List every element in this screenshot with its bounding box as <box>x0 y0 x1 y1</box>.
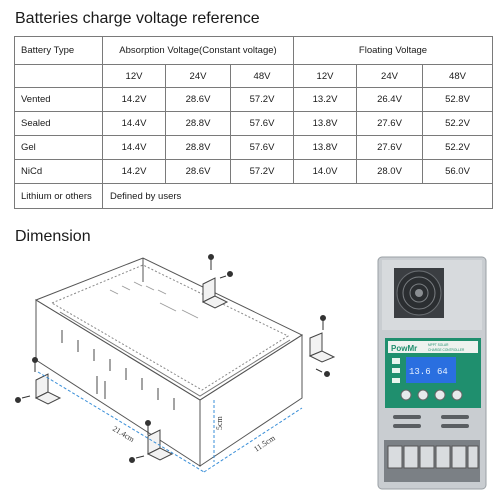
battery-type-cell: Gel <box>14 135 103 160</box>
subtitle-line1: MPPT SOLAR <box>428 343 449 347</box>
voltage-header: 12V <box>293 64 357 88</box>
value-cell: 52.2V <box>422 135 493 160</box>
value-cell: 14.0V <box>293 159 357 184</box>
dimension-lines <box>37 371 303 473</box>
value-cell: 28.6V <box>165 87 231 112</box>
voltage-header: 48V <box>422 64 493 88</box>
battery-type-cell: Sealed <box>14 111 103 136</box>
battery-icon <box>392 368 400 373</box>
floating-header: Floating Voltage <box>293 36 493 65</box>
ok-button[interactable] <box>451 389 463 401</box>
bracket-top <box>201 277 229 309</box>
value-cell: 52.2V <box>422 111 493 136</box>
up-button[interactable] <box>434 389 446 401</box>
width-label: 11.5cm <box>252 433 277 454</box>
value-cell: 57.6V <box>230 111 294 136</box>
lithium-note-cell: Defined by users <box>102 183 493 209</box>
dimension-diagram: 21.4cm 11.5cm 5cm PowMr MPPT SOLAR CHARG… <box>15 254 487 490</box>
screw-icon <box>315 315 330 377</box>
value-cell: 27.6V <box>356 135 423 160</box>
value-cell: 52.8V <box>422 87 493 112</box>
controller-device: PowMr MPPT SOLAR CHARGE CONTROLLER 13.6 … <box>377 256 487 490</box>
lcd-value-left: 13.6 <box>409 367 431 377</box>
enclosure-drawing <box>34 257 304 467</box>
length-label: 21.4cm <box>111 424 137 444</box>
dimension-title: Dimension <box>15 228 91 245</box>
table-row: Lithium or others Defined by users <box>14 183 493 209</box>
value-cell: 57.6V <box>230 135 294 160</box>
value-cell: 27.6V <box>356 111 423 136</box>
absorption-header: Absorption Voltage(Constant voltage) <box>102 36 294 65</box>
table-title: Batteries charge voltage reference <box>15 10 260 27</box>
value-cell: 28.6V <box>165 159 231 184</box>
value-cell: 28.0V <box>356 159 423 184</box>
table-row: Vented 14.2V 28.6V 57.2V 13.2V 26.4V 52.… <box>14 87 493 112</box>
vent-slots <box>393 415 469 428</box>
value-cell: 14.2V <box>102 159 166 184</box>
lcd-value-right: 64 <box>437 367 448 377</box>
voltage-header: 48V <box>230 64 294 88</box>
bracket-left <box>34 373 62 405</box>
subtitle-line2: CHARGE CONTROLLER <box>428 348 465 352</box>
solar-panel-icon <box>392 358 400 364</box>
brand-label: PowMr <box>391 344 417 353</box>
empty-cell <box>14 64 103 88</box>
table-header-row: Battery Type Absorption Voltage(Constant… <box>14 36 493 65</box>
value-cell: 28.8V <box>165 111 231 136</box>
bracket-right <box>308 332 336 363</box>
table-row: Gel 14.4V 28.8V 57.6V 13.8V 27.6V 52.2V <box>14 135 493 160</box>
load-icon <box>392 378 400 383</box>
value-cell: 26.4V <box>356 87 423 112</box>
value-cell: 14.4V <box>102 111 166 136</box>
value-cell: 56.0V <box>422 159 493 184</box>
voltage-header: 24V <box>356 64 423 88</box>
voltage-header: 12V <box>102 64 166 88</box>
value-cell: 13.2V <box>293 87 357 112</box>
battery-type-cell: NiCd <box>14 159 103 184</box>
charge-voltage-table: Battery Type Absorption Voltage(Constant… <box>14 36 493 209</box>
height-label: 5cm <box>215 415 224 430</box>
lcd-screen <box>406 357 456 383</box>
battery-type-header: Battery Type <box>14 36 103 65</box>
value-cell: 14.2V <box>102 87 166 112</box>
screw-icon <box>129 420 151 463</box>
value-cell: 13.8V <box>293 135 357 160</box>
menu-button[interactable] <box>400 389 412 401</box>
screw-icon <box>208 254 233 279</box>
value-cell: 14.4V <box>102 135 166 160</box>
voltage-row: 12V 24V 48V 12V 24V 48V <box>14 64 493 88</box>
battery-type-cell: Lithium or others <box>14 183 103 209</box>
value-cell: 57.2V <box>230 87 294 112</box>
value-cell: 13.8V <box>293 111 357 136</box>
value-cell: 28.8V <box>165 135 231 160</box>
table-row: NiCd 14.2V 28.6V 57.2V 14.0V 28.0V 56.0V <box>14 159 493 184</box>
battery-type-cell: Vented <box>14 87 103 112</box>
table-row: Sealed 14.4V 28.8V 57.6V 13.8V 27.6V 52.… <box>14 111 493 136</box>
down-button[interactable] <box>417 389 429 401</box>
voltage-header: 24V <box>165 64 231 88</box>
value-cell: 57.2V <box>230 159 294 184</box>
screw-icon <box>15 357 38 403</box>
